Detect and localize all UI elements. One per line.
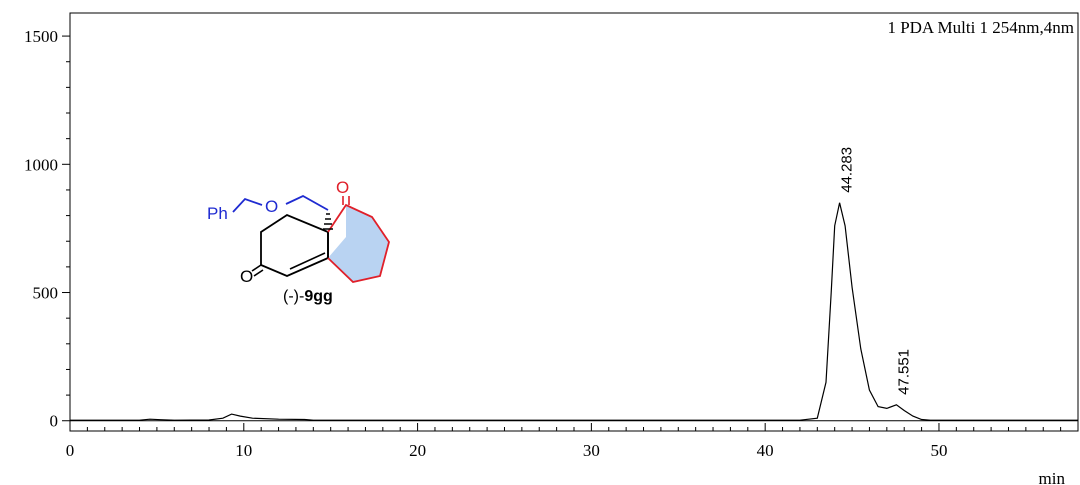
ketone-carbonyl-bond [342,196,350,205]
enone-carbonyl-bond [251,264,264,277]
enone-double-bond [289,252,326,270]
x-tick-label: 20 [409,441,426,460]
y-tick-label: 1500 [24,27,58,46]
cycloheptanone-ring-bonds [327,203,390,283]
cycloheptanone-ring-fill [328,205,389,282]
ether-oxygen-label: O [265,197,278,216]
x-tick-label: 50 [930,441,947,460]
compound-label: (-)-9gg [283,288,333,305]
x-tick-label: 30 [583,441,600,460]
benzyloxyethyl-chain [232,194,329,213]
chromatogram-trace [70,202,1078,421]
peak-labels: 44.283 47.551 [839,147,913,395]
x-axis-ticks: 0 10 20 30 40 50 [66,423,1079,460]
y-tick-label: 1000 [24,155,58,174]
hashed-wedge-bond [323,213,333,230]
molecule-structure: Ph O O O (-)-9gg [207,178,390,305]
y-tick-label: 500 [33,284,59,303]
x-tick-label: 40 [757,441,774,460]
detector-label: 1 PDA Multi 1 254nm,4nm [887,18,1074,37]
x-tick-label: 10 [235,441,252,460]
compound-prefix: (-)- [283,288,304,305]
x-tick-label: 0 [66,441,75,460]
ketone-oxygen-label: O [336,178,349,197]
compound-name: 9gg [304,288,332,305]
y-tick-label: 0 [50,412,59,431]
enone-oxygen-label: O [240,267,253,286]
peak-label: 47.551 [895,349,912,395]
y-axis-ticks: 0 500 1000 1500 [24,27,70,431]
peak-label: 44.283 [839,147,856,193]
phenyl-label: Ph [207,204,228,223]
x-axis-unit: min [1039,469,1066,485]
